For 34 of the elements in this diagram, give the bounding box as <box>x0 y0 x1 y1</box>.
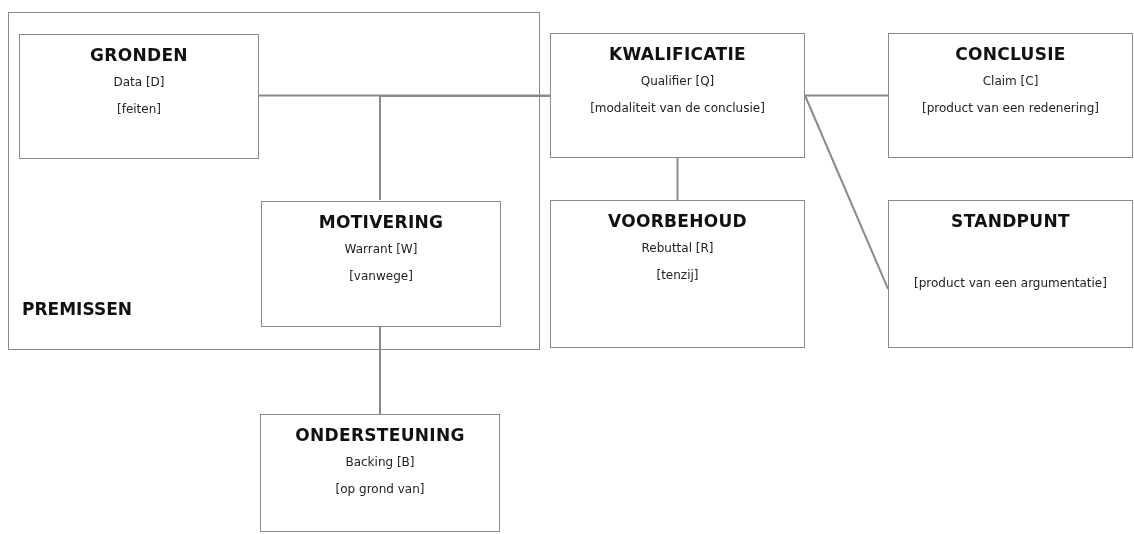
concept-box <box>550 33 805 158</box>
concept-box <box>550 200 805 348</box>
box-heading: ONDERSTEUNING <box>295 425 465 445</box>
box-text: [modaliteit van de conclusie] <box>590 101 765 115</box>
box-text: Claim [C] <box>982 74 1039 88</box>
box-text: Backing [B] <box>345 455 415 469</box>
box-text: [op grond van] <box>335 482 425 496</box>
box-text: Data [D] <box>113 75 165 89</box>
box-text: [feiten] <box>117 102 161 116</box>
group-heading: PREMISSEN <box>22 299 132 319</box>
box-text: Warrant [W] <box>344 242 418 256</box>
box-text: [product van een redenering] <box>922 101 1099 115</box>
group-frame <box>8 12 540 350</box>
connector-line <box>379 95 551 201</box>
box-heading: GRONDEN <box>90 45 188 65</box>
concept-box <box>261 201 501 327</box>
box-heading: MOTIVERING <box>318 212 444 232</box>
concept-box <box>260 414 500 532</box>
connector-line <box>676 157 679 201</box>
connector-line <box>379 325 381 415</box>
box-text: [tenzij] <box>656 268 699 282</box>
box-text: [product van een argumentatie] <box>914 276 1107 290</box>
box-text: Rebuttal [R] <box>641 241 714 255</box>
box-heading: KWALIFICATIE <box>609 44 746 64</box>
concept-box <box>19 34 259 159</box>
connector-line <box>804 94 889 97</box>
box-heading: STANDPUNT <box>951 211 1070 231</box>
concept-box <box>888 33 1133 158</box>
box-text: Qualifier [Q] <box>640 74 715 88</box>
concept-box <box>888 200 1133 348</box>
box-heading: CONCLUSIE <box>955 44 1066 64</box>
connector-line <box>804 94 889 290</box>
box-heading: VOORBEHOUD <box>608 211 747 231</box>
box-text: [vanwege] <box>349 269 413 283</box>
